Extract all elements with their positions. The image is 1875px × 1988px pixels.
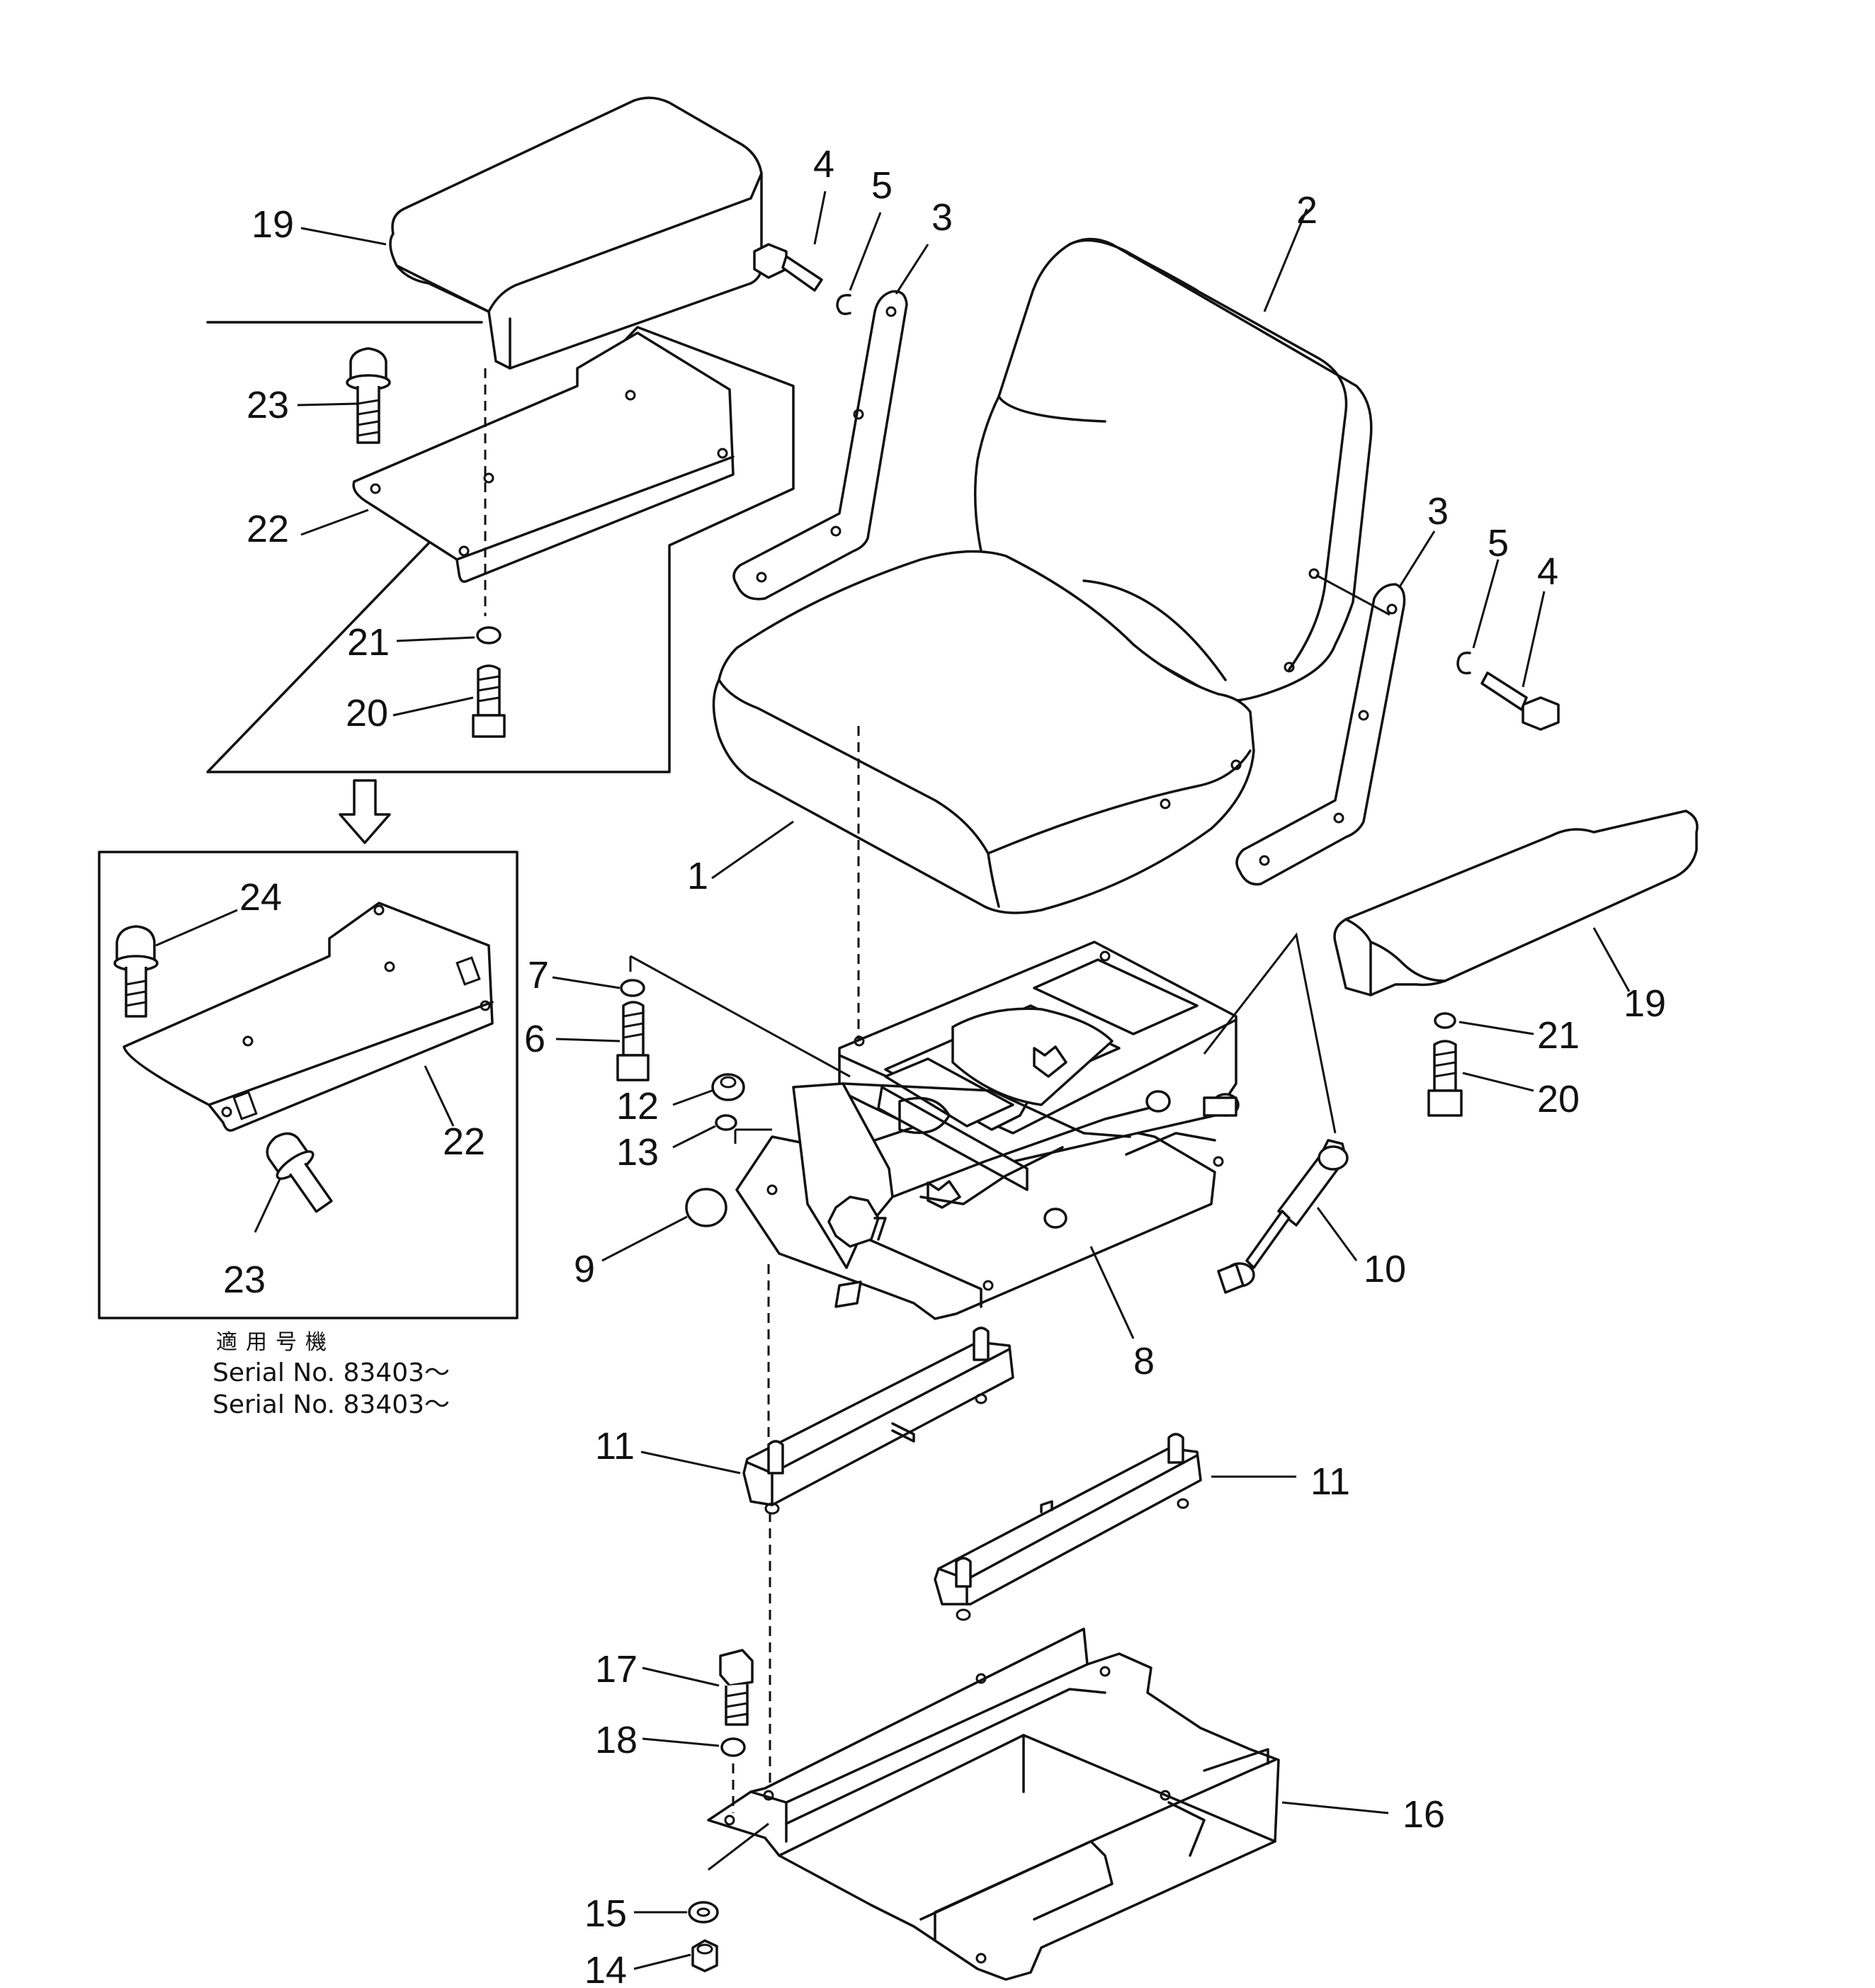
callout-5-left: 5	[871, 164, 893, 207]
callout-4-right: 4	[1537, 550, 1558, 593]
callout-13: 13	[616, 1131, 659, 1174]
washer-21-right	[1434, 1012, 1456, 1029]
callout-2: 2	[1296, 189, 1318, 232]
callout-4-left: 4	[813, 143, 834, 186]
callout-11-left: 11	[595, 1425, 635, 1467]
washer-15	[688, 1901, 719, 1924]
armrest-pad-right	[1333, 810, 1699, 996]
callout-17: 17	[595, 1648, 638, 1691]
callout-19-upper: 19	[251, 203, 294, 246]
seat-back	[973, 237, 1373, 703]
callout-3-right: 3	[1427, 490, 1449, 533]
nut-12	[711, 1073, 745, 1101]
inset-frame-lower	[98, 851, 519, 1319]
washer-7	[620, 979, 645, 997]
callout-3-left: 3	[931, 196, 953, 239]
bolt-23-lower	[266, 1132, 333, 1213]
callout-15: 15	[584, 1892, 627, 1935]
callout-5-right: 5	[1488, 522, 1509, 564]
damper-10	[1217, 1139, 1349, 1294]
side-bracket-right	[1235, 583, 1406, 886]
callout-20-right: 20	[1537, 1078, 1580, 1120]
side-bracket-left	[732, 290, 908, 601]
applicability-note: 適用号機 Serial No. 83403～ Serial No. 83403～	[213, 1330, 450, 1419]
seat-cushion	[712, 395, 1255, 914]
callout-16: 16	[1403, 1793, 1445, 1836]
base-plate	[707, 1628, 1280, 1981]
knob-9	[685, 1188, 727, 1227]
rail-right	[934, 1433, 1202, 1621]
callout-leaders	[155, 191, 1631, 1970]
callout-21-upper: 21	[347, 621, 390, 664]
note-kanji: 適用号機	[216, 1330, 335, 1355]
bracket-lower	[123, 902, 494, 1132]
bolt-6	[616, 1001, 650, 1081]
bolt-24	[113, 925, 159, 1018]
callout-23-upper: 23	[247, 384, 289, 426]
callout-18: 18	[595, 1719, 638, 1761]
bolt-4-left	[753, 243, 823, 292]
callout-1: 1	[687, 855, 708, 897]
bolt-17	[719, 1649, 754, 1726]
note-line-2: Serial No. 83403～	[213, 1390, 450, 1419]
bolt-4-right	[1480, 671, 1560, 731]
washer-5-right	[1456, 652, 1471, 675]
note-line-1: Serial No. 83403～	[213, 1358, 450, 1387]
callout-6: 6	[524, 1018, 545, 1060]
callout-20-upper: 20	[346, 692, 388, 734]
bolt-23-upper	[346, 347, 391, 444]
callout-12: 12	[616, 1085, 659, 1128]
callout-9: 9	[574, 1248, 595, 1290]
callout-21-right: 21	[1537, 1014, 1580, 1057]
callout-23-lower: 23	[223, 1259, 266, 1301]
callout-19-right: 19	[1624, 982, 1666, 1025]
callout-labels: 19 4 5 3 2 23 22 21 20 24 22 23 1 3 5 4 …	[223, 143, 1666, 1988]
arrow-down-icon	[339, 779, 391, 844]
rail-left	[742, 1327, 1014, 1515]
inset-frame-upper	[206, 321, 795, 773]
callout-10: 10	[1364, 1248, 1406, 1290]
washer-5-left	[836, 294, 851, 315]
bracket-upper	[352, 331, 735, 583]
callout-7: 7	[528, 954, 549, 996]
bolt-20-upper	[472, 664, 506, 738]
callout-24: 24	[239, 876, 282, 919]
callout-14: 14	[584, 1949, 627, 1988]
suspension-assembly	[735, 941, 1240, 1320]
callout-22-upper: 22	[247, 508, 289, 550]
washer-21-upper	[476, 626, 502, 644]
nut-14	[691, 1939, 718, 1972]
callout-11-right: 11	[1310, 1460, 1350, 1503]
bolt-20-right	[1427, 1040, 1463, 1117]
washer-13	[715, 1114, 737, 1131]
washer-18	[720, 1737, 746, 1757]
callout-22-lower: 22	[443, 1120, 485, 1163]
armrest-pad-upper	[389, 96, 764, 370]
callout-8: 8	[1133, 1340, 1155, 1382]
